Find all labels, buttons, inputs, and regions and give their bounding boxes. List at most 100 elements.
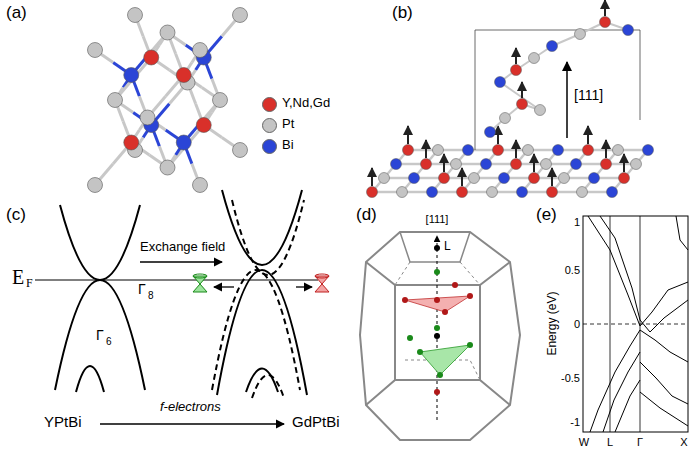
subscript: 6 [106, 336, 112, 347]
atom [517, 99, 528, 110]
moment-arrow [604, 0, 606, 16]
atom [124, 68, 139, 83]
panel-label: (e) [536, 206, 557, 225]
moment-arrow [371, 168, 373, 186]
axis-point: X [680, 436, 687, 448]
brillouin-zone [360, 232, 520, 440]
legend-swatch [262, 118, 277, 133]
atom [439, 173, 450, 184]
atom [529, 53, 540, 64]
moment-arrow [443, 154, 445, 172]
atom [481, 159, 492, 170]
atom [196, 118, 211, 133]
atom [160, 25, 175, 40]
crystal-slab [367, 0, 654, 198]
atom [88, 178, 103, 193]
atom [511, 65, 522, 76]
compound-name: GdPtBi [292, 414, 340, 431]
axis-point: W [579, 436, 589, 448]
band-sketch [35, 190, 318, 424]
moment-arrow [515, 140, 517, 158]
tick-label: 1 [574, 216, 580, 228]
atom [493, 145, 504, 156]
atom [367, 187, 378, 198]
atom [469, 173, 480, 184]
atom [397, 187, 408, 198]
atom [571, 159, 582, 170]
atom [529, 173, 540, 184]
legend-text: Y,Nd,Gd [282, 96, 330, 110]
tick-label: -1 [570, 416, 580, 428]
moment-arrow [407, 126, 409, 144]
atom [427, 187, 438, 198]
tick-label: -0.5 [561, 372, 580, 384]
panel-label: (a) [6, 4, 27, 23]
crystal-cell [88, 8, 248, 193]
cell-outline [475, 30, 640, 150]
atom [535, 105, 546, 116]
atom [88, 43, 103, 58]
atom [631, 159, 642, 170]
compound-name: YPtBi [44, 414, 82, 431]
atom [607, 187, 618, 198]
atom [140, 110, 155, 125]
direction-label: [111] [574, 88, 603, 103]
moment-arrow [605, 140, 607, 158]
atom [193, 178, 208, 193]
axis-point: Γ [637, 436, 643, 448]
tick-label: 0 [574, 318, 580, 330]
atom [547, 187, 558, 198]
atom [541, 159, 552, 170]
axis-point: L [607, 436, 613, 448]
band-label: Γ [96, 328, 104, 343]
subscript: F [26, 277, 33, 290]
moment-arrow [551, 168, 553, 186]
bond [500, 82, 540, 110]
atom [547, 41, 558, 52]
atom [511, 159, 522, 170]
direction-label: [111] [426, 213, 449, 225]
atom [487, 187, 498, 198]
atom [457, 187, 468, 198]
atom [553, 145, 564, 156]
weyl-cones [193, 274, 329, 292]
legend-swatch [262, 139, 277, 154]
annotation: Exchange field [140, 240, 225, 254]
legend-text: Bi [282, 138, 294, 152]
bz-points [402, 236, 473, 420]
atom [421, 159, 432, 170]
moment-arrow [587, 126, 589, 144]
atom [160, 160, 175, 175]
atom [379, 173, 390, 184]
moment-arrow [461, 168, 463, 186]
atom [500, 113, 511, 124]
atom [451, 159, 462, 170]
atom [619, 173, 630, 184]
atom [409, 173, 420, 184]
atom [433, 145, 444, 156]
moment-arrow [497, 126, 499, 144]
atom [613, 145, 624, 156]
atom [233, 143, 248, 158]
moment-arrow [521, 82, 523, 98]
moment-arrow [425, 140, 427, 158]
atom [128, 8, 143, 23]
atom [575, 29, 586, 40]
panel-label: (d) [356, 206, 377, 225]
moment-arrow [533, 154, 535, 172]
atom [233, 8, 248, 23]
atom [523, 145, 534, 156]
axis-title: Energy (eV) [546, 292, 559, 356]
atom [193, 43, 208, 58]
tick-label: 0.5 [565, 264, 580, 276]
atom [108, 93, 123, 108]
atom [495, 77, 506, 88]
atom [559, 173, 570, 184]
moment-arrow [623, 154, 625, 172]
atom [623, 25, 634, 36]
annotation: f-electrons [160, 400, 221, 414]
point-label: L [444, 240, 451, 253]
legend-text: Pt [282, 117, 294, 131]
legend-swatch [262, 97, 277, 112]
